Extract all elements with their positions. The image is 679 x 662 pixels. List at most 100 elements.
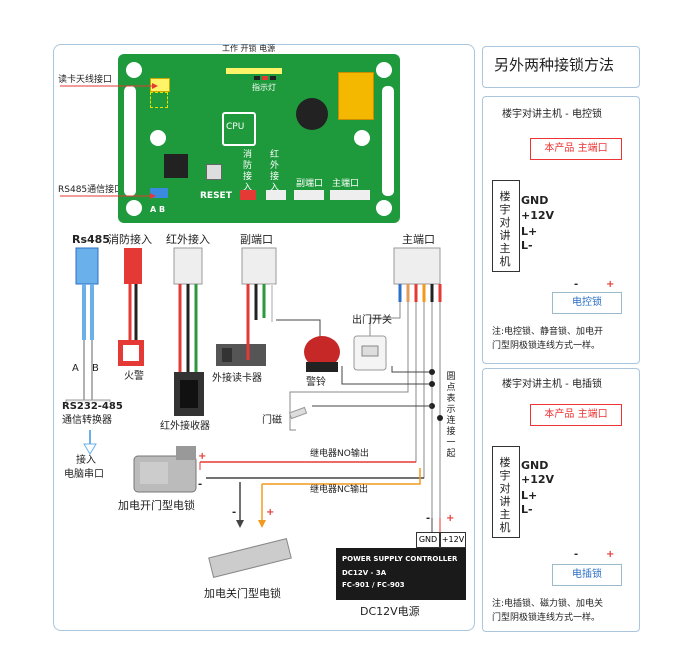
mount-hole bbox=[126, 200, 142, 216]
aux-plug bbox=[216, 247, 321, 366]
main-plug bbox=[393, 247, 442, 302]
antenna-interface-label: 读卡天线接口 bbox=[58, 75, 113, 85]
panel1-host-box bbox=[492, 180, 520, 272]
fire-title: 消防接入 bbox=[108, 233, 152, 246]
pc-label-2: 电脑串口 bbox=[64, 469, 104, 480]
fire-plug bbox=[118, 248, 144, 366]
panel1-host-label: 楼宇对讲主机 bbox=[499, 190, 511, 268]
psu-line-1: POWER SUPPLY CONTROLLER bbox=[342, 555, 458, 563]
panel1-note-2: 门型阴极锁连线方式一样。 bbox=[492, 341, 601, 351]
door-sensor-label: 门磁 bbox=[262, 415, 282, 426]
relay bbox=[338, 72, 374, 120]
panel1-gnd: GND bbox=[521, 194, 549, 207]
gnd-terminal-label: GND bbox=[418, 535, 438, 544]
psu-line-2: DC12V - 3A bbox=[342, 569, 387, 577]
ir-board-connector bbox=[266, 190, 286, 200]
ab-label: A B bbox=[150, 205, 166, 214]
antenna-coil bbox=[150, 92, 168, 108]
status-labels: 工作 开锁 电源 bbox=[222, 44, 276, 53]
panel1-lock-label: 电控锁 bbox=[572, 297, 602, 308]
panel1-12v: +12V bbox=[521, 209, 555, 222]
mount-hole bbox=[126, 62, 142, 78]
rs485-plug bbox=[75, 247, 99, 400]
v12-terminal-label: +12V bbox=[441, 535, 465, 544]
fire-alarm-label: 火警 bbox=[124, 371, 144, 382]
panel2-note-1: 注:电插锁、磁力锁、加电关 bbox=[492, 599, 604, 609]
minus-sign-nc: - bbox=[198, 479, 203, 490]
panel2-lminus: L- bbox=[521, 503, 533, 516]
panel2-host-label: 楼宇对讲主机 bbox=[499, 456, 511, 534]
panel2-12v: +12V bbox=[521, 473, 555, 486]
ir-board-label: 红外接入 bbox=[270, 150, 280, 193]
rs485-interface-label: RS485通信接口 bbox=[58, 185, 124, 195]
panel2-note-2: 门型阴极锁连线方式一样。 bbox=[492, 613, 601, 623]
mount-hole bbox=[354, 130, 370, 146]
panel2-lock-label: 电插锁 bbox=[572, 569, 602, 580]
plus-sign-no: + bbox=[198, 451, 207, 462]
mount-hole bbox=[150, 130, 166, 146]
cpu-chip bbox=[222, 112, 256, 146]
relay-no-label: 继电器NO输出 bbox=[310, 449, 369, 459]
panel2-gnd: GND bbox=[521, 459, 549, 472]
panel2-heading: 楼宇对讲主机 - 电插锁 bbox=[502, 379, 602, 390]
panel1-lplus: L+ bbox=[521, 225, 538, 238]
panel2-plus: + bbox=[606, 549, 615, 560]
power-off-lock-label: 加电关门型电锁 bbox=[204, 587, 281, 600]
side-title-box bbox=[482, 46, 640, 88]
aux-title: 副端口 bbox=[240, 233, 273, 246]
panel2-lplus: L+ bbox=[521, 489, 538, 502]
b-label: B bbox=[92, 363, 99, 374]
ir-receiver-label: 红外接收器 bbox=[160, 421, 210, 432]
panel1-product-box: 本产品 主端口 bbox=[530, 138, 622, 160]
main-board-connector bbox=[330, 190, 370, 200]
v12-terminal: +12V bbox=[440, 532, 466, 548]
main-title: 主端口 bbox=[402, 233, 435, 246]
controller-board: 工作 开锁 电源 指示灯 CPU RESET A B 消防接入 红外接入 副端口… bbox=[118, 45, 400, 223]
panel2-minus: - bbox=[574, 549, 579, 560]
reset-button[interactable] bbox=[206, 164, 222, 180]
gnd-terminal: GND bbox=[416, 532, 440, 548]
board-slot bbox=[124, 86, 136, 196]
rs485-title: Rs485 bbox=[72, 233, 110, 246]
main-board-label: 主端口 bbox=[332, 179, 360, 189]
ext-reader-label: 外接读卡器 bbox=[212, 373, 262, 384]
panel2-host-box bbox=[492, 446, 520, 538]
plus-sign-lower: + bbox=[266, 507, 275, 518]
panel1-plus: + bbox=[606, 279, 615, 290]
panel1-lock-box: 电控锁 bbox=[552, 292, 622, 314]
rs232-label-1: RS232-485 bbox=[62, 401, 123, 412]
minus-sign-lower: - bbox=[232, 507, 237, 518]
alarm-bell-label: 警铃 bbox=[306, 377, 326, 388]
panel1-lminus: L- bbox=[521, 239, 533, 252]
mount-hole bbox=[376, 200, 392, 216]
exit-switch-label: 出门开关 bbox=[352, 315, 392, 326]
power-on-lock-label: 加电开门型电锁 bbox=[118, 499, 195, 512]
cpu-label: CPU bbox=[226, 122, 245, 132]
pc-label-1: 接入 bbox=[76, 455, 96, 466]
board-slot bbox=[382, 86, 394, 196]
led-unlock bbox=[262, 76, 268, 80]
fire-board-connector bbox=[240, 190, 256, 200]
panel1-product-label: 本产品 主端口 bbox=[544, 143, 608, 154]
panel2-product-label: 本产品 主端口 bbox=[544, 409, 608, 420]
panel1-note-1: 注:电控锁、静音锁、加电开 bbox=[492, 327, 604, 337]
rs232-label-2: 通信转换器 bbox=[62, 415, 112, 426]
fire-board-label: 消防接入 bbox=[243, 150, 253, 193]
panel2-lock-box: 电插锁 bbox=[552, 564, 622, 586]
psu-line-3: FC-901 / FC-903 bbox=[342, 581, 405, 589]
aux-board-connector bbox=[294, 190, 324, 200]
aux-board-label: 副端口 bbox=[296, 179, 324, 189]
ic-chip bbox=[164, 154, 188, 178]
psu-caption: DC12V电源 bbox=[360, 605, 420, 618]
relay-nc-label: 继电器NC输出 bbox=[310, 485, 369, 495]
panel1-heading: 楼宇对讲主机 - 电控锁 bbox=[502, 109, 602, 120]
antenna-connector bbox=[150, 78, 170, 92]
reset-label: RESET bbox=[200, 191, 232, 201]
led-bar bbox=[226, 68, 282, 74]
side-title: 另外两种接锁方法 bbox=[494, 56, 615, 74]
minus-sign-psu: - bbox=[426, 513, 431, 524]
led-work bbox=[254, 76, 260, 80]
rs485-board-connector bbox=[150, 188, 168, 198]
a-label: A bbox=[72, 363, 79, 374]
led-power bbox=[270, 76, 276, 80]
